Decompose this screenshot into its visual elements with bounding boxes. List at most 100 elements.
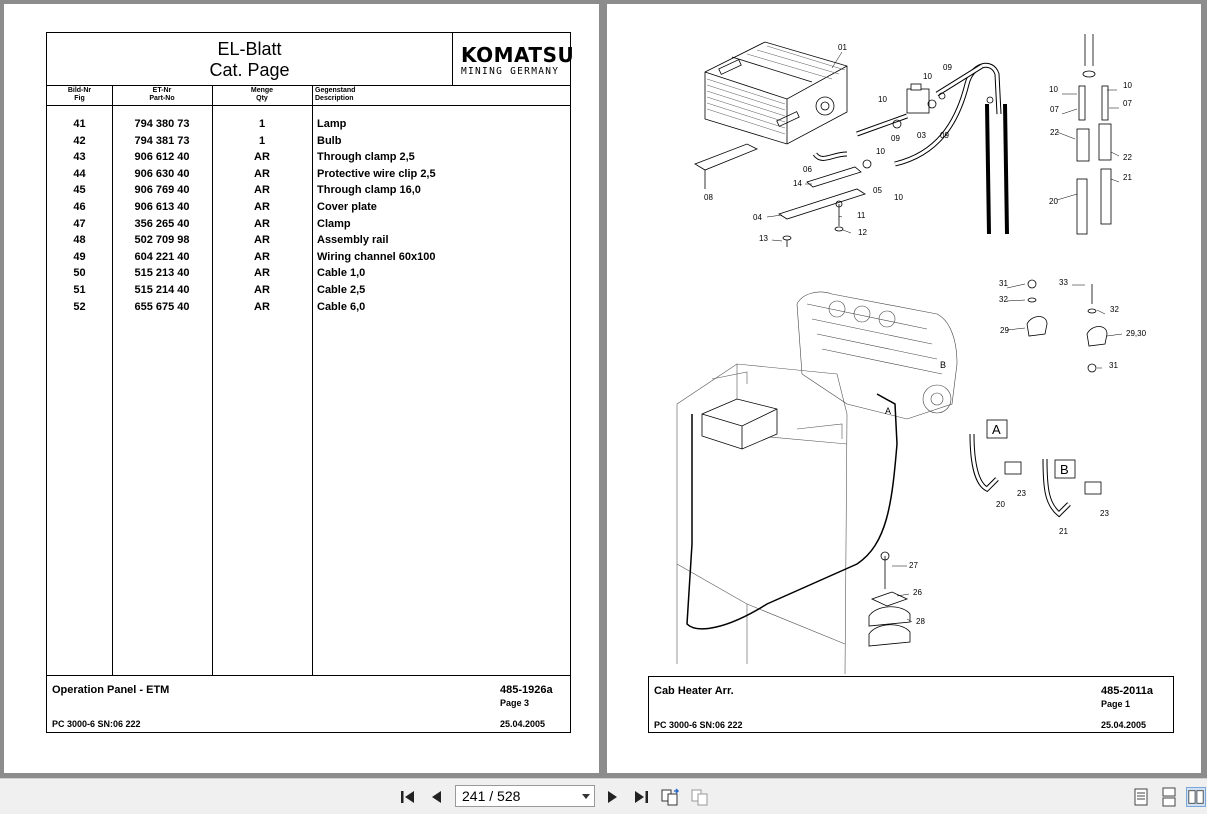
svg-text:32: 32 <box>999 295 1008 304</box>
svg-text:10: 10 <box>894 193 903 202</box>
svg-text:21: 21 <box>1059 527 1068 536</box>
svg-text:09: 09 <box>891 134 900 143</box>
svg-text:07: 07 <box>1050 105 1059 114</box>
callout-labels: 01 03 04 05 06 07 07 08 09 09 09 10 10 10 10 1… <box>704 43 1147 626</box>
footer-model: PC 3000-6 SN:06 222 <box>52 719 141 729</box>
svg-text:23: 23 <box>1100 509 1109 518</box>
single-page-view-icon[interactable] <box>1131 787 1151 807</box>
komatsu-logo: KOMATSU MINING GERMANY <box>452 33 575 85</box>
svg-text:B: B <box>940 360 946 370</box>
svg-text:10: 10 <box>1123 81 1132 90</box>
svg-text:27: 27 <box>909 561 918 570</box>
footer-date: 25.04.2005 <box>500 719 546 729</box>
svg-text:08: 08 <box>704 193 713 202</box>
last-page-icon[interactable] <box>631 787 651 807</box>
detail-b-box <box>1054 459 1076 479</box>
svg-text:26: 26 <box>913 588 922 597</box>
footer-doc-number: 485-1926a <box>500 684 553 696</box>
left-page-footer: Operation Panel - ETM 485-1926a Page 3 P… <box>46 676 571 733</box>
first-page-icon[interactable] <box>398 787 418 807</box>
navigation-toolbar: 241 / 528 <box>0 778 1207 814</box>
go-back-view-icon[interactable] <box>660 787 680 807</box>
footer-page: Page 3 <box>500 698 530 708</box>
cab-outline-drawing <box>676 363 848 675</box>
svg-text:29: 29 <box>1000 326 1009 335</box>
go-forward-view-icon[interactable] <box>690 787 710 807</box>
svg-text:21: 21 <box>1123 173 1132 182</box>
svg-text:22: 22 <box>1123 153 1132 162</box>
svg-text:A: A <box>885 406 891 416</box>
operation-panel-drawing <box>701 398 778 450</box>
svg-text:09: 09 <box>943 63 952 72</box>
left-catalog-page: EL-Blatt Cat. Page KOMATSU MINING GERMAN… <box>4 4 599 773</box>
svg-text:07: 07 <box>1123 99 1132 108</box>
facing-pages-view-icon[interactable] <box>1186 787 1206 807</box>
footer-model: PC 3000-6 SN:06 222 <box>654 720 743 730</box>
svg-text:23: 23 <box>1017 489 1026 498</box>
continuous-view-icon[interactable] <box>1159 787 1179 807</box>
right-drawing-page: 01 03 04 05 06 07 07 08 09 09 09 10 10 10 10 1… <box>607 4 1201 773</box>
footer-date: 25.04.2005 <box>1101 720 1147 730</box>
svg-text:14: 14 <box>793 179 802 188</box>
page-number-select[interactable]: 241 / 528 <box>455 785 595 807</box>
header-subtitle: Cat. Page <box>209 60 290 80</box>
svg-text:A: A <box>992 422 1001 437</box>
svg-text:04: 04 <box>753 213 762 222</box>
footer-doc-number: 485-2011a <box>1101 685 1153 697</box>
cab-heater-drawing: 01 03 04 05 06 07 07 08 09 09 09 10 10 10 10 1… <box>676 34 1147 675</box>
catalog-header: EL-Blatt Cat. Page KOMATSU MINING GERMAN… <box>46 32 575 86</box>
svg-text:01: 01 <box>838 43 847 52</box>
next-page-icon[interactable] <box>602 787 622 807</box>
svg-text:31: 31 <box>1109 361 1118 370</box>
svg-text:33: 33 <box>1059 278 1068 287</box>
prev-page-icon[interactable] <box>427 787 447 807</box>
footer-title: Operation Panel - ETM <box>52 684 170 696</box>
engine-drawing <box>796 291 958 420</box>
chevron-down-icon <box>582 794 590 799</box>
svg-text:12: 12 <box>858 228 867 237</box>
svg-text:28: 28 <box>916 617 925 626</box>
svg-text:B: B <box>1060 462 1069 477</box>
svg-text:03: 03 <box>917 131 926 140</box>
header-title: EL-Blatt <box>217 39 282 59</box>
right-page-footer: Cab Heater Arr. 485-2011a Page 1 PC 3000… <box>648 676 1174 733</box>
logo-text: KOMATSU <box>461 43 575 67</box>
svg-text:10: 10 <box>1049 85 1058 94</box>
svg-text:10: 10 <box>876 147 885 156</box>
heater-unit-drawing <box>704 41 848 145</box>
svg-text:20: 20 <box>1049 197 1058 206</box>
svg-text:31: 31 <box>999 279 1008 288</box>
svg-text:32: 32 <box>1110 305 1119 314</box>
svg-text:06: 06 <box>803 165 812 174</box>
footer-title: Cab Heater Arr. <box>654 685 734 697</box>
svg-text:13: 13 <box>759 234 768 243</box>
svg-text:11: 11 <box>857 211 866 220</box>
footer-page: Page 1 <box>1101 699 1131 709</box>
svg-text:22: 22 <box>1050 128 1059 137</box>
svg-text:10: 10 <box>923 72 932 81</box>
svg-text:05: 05 <box>873 186 882 195</box>
logo-subtext: MINING GERMANY <box>461 66 560 77</box>
svg-text:09: 09 <box>940 131 949 140</box>
svg-text:29,30: 29,30 <box>1126 329 1147 338</box>
svg-text:10: 10 <box>878 95 887 104</box>
detail-a-box <box>986 419 1008 439</box>
page-indicator: 241 / 528 <box>462 788 521 804</box>
svg-text:20: 20 <box>996 500 1005 509</box>
